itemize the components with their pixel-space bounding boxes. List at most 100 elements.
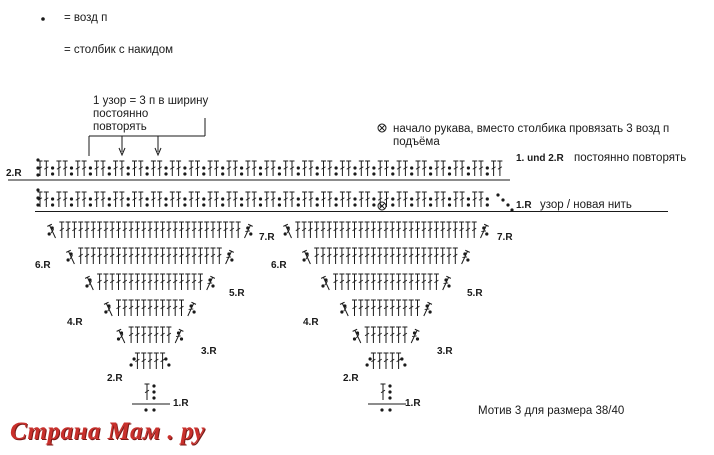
dc-symbol: [396, 299, 402, 316]
dc-symbol: [384, 160, 389, 176]
chain-dot: [129, 363, 133, 367]
dc-symbol: [402, 326, 408, 343]
dc-symbol: [84, 275, 94, 291]
dc-symbol: [141, 299, 147, 316]
dc-symbol: [289, 191, 295, 207]
pattern-repeat-line3: повторять: [93, 121, 147, 133]
chain-dot: [510, 208, 514, 212]
chain-dot: [372, 166, 376, 170]
chain-dot: [202, 197, 206, 201]
dc-symbol: [389, 352, 395, 369]
chain-dot: [126, 172, 130, 176]
chain-dot: [152, 390, 156, 394]
chain-dot: [466, 172, 470, 176]
dc-symbol: [461, 249, 470, 265]
chain-dot: [410, 203, 414, 207]
dc-symbol: [497, 160, 503, 176]
chain-dot: [391, 166, 395, 170]
dc-symbol: [185, 273, 191, 290]
chain-dot: [107, 166, 111, 170]
dc-symbol: [333, 273, 339, 290]
wedge-right-row-3: 3.R: [437, 346, 453, 357]
dc-symbol: [197, 221, 203, 238]
chain-dot: [372, 203, 376, 207]
dc-symbol: [128, 221, 134, 238]
dc-symbol: [433, 247, 439, 264]
dc-symbol: [314, 221, 320, 238]
row-label-2-left: 2.R: [6, 168, 22, 179]
chain-dot: [277, 197, 281, 201]
dc-symbol: [465, 221, 471, 238]
dc-symbol: [116, 299, 121, 316]
dc-symbol: [147, 221, 153, 238]
dc-symbol: [402, 221, 408, 238]
pattern-repeat-line2: постоянно: [93, 108, 149, 120]
dc-symbol: [427, 221, 433, 238]
chain-dot: [485, 203, 489, 207]
chain-dot: [176, 331, 181, 335]
dc-symbol: [153, 326, 159, 343]
dc-symbol: [459, 221, 465, 238]
dc-symbol: [150, 191, 156, 207]
dc-symbol: [204, 221, 210, 238]
sleeve-start-marker: [377, 123, 387, 133]
dc-symbol: [244, 223, 253, 239]
dc-symbol: [421, 160, 427, 176]
dc-symbol: [421, 273, 427, 290]
dc-symbol: [160, 247, 166, 264]
wedge-left-row-5: 5.R: [229, 288, 245, 299]
dc-symbol: [339, 160, 345, 176]
dc-symbol: [434, 160, 440, 176]
dc-symbol: [339, 191, 345, 207]
chain-dot: [36, 188, 40, 192]
chain-dot: [69, 203, 74, 207]
dc-symbol: [213, 160, 219, 176]
dc-symbol: [345, 247, 351, 264]
chain-dot: [107, 172, 111, 176]
dc-symbol: [179, 273, 184, 290]
dc-symbol: [377, 247, 383, 264]
dc-symbol: [346, 160, 352, 176]
dc-symbol: [321, 160, 326, 176]
dc-symbol: [42, 44, 47, 64]
chain-dot: [410, 197, 414, 201]
dc-symbol: [103, 273, 109, 290]
wedge-right-row-2: 2.R: [343, 373, 359, 384]
dc-symbol: [179, 299, 184, 316]
chain-dot: [447, 197, 452, 201]
chain-dot: [296, 203, 300, 207]
chain-dot: [391, 197, 395, 201]
dc-symbol: [308, 191, 314, 207]
dc-symbol: [377, 299, 383, 316]
dc-symbol: [452, 221, 458, 238]
dc-symbol: [172, 247, 178, 264]
chain-dot: [202, 203, 206, 207]
chain-dot: [152, 384, 156, 388]
wedge-right-row-5: 5.R: [467, 288, 483, 299]
chain-dot: [85, 284, 89, 288]
dc-symbol: [365, 191, 371, 207]
chain-dot: [315, 172, 319, 176]
chain-dot: [447, 284, 451, 288]
dc-symbol: [59, 221, 65, 238]
stitch-symbols: [36, 123, 514, 412]
chain-dot: [283, 232, 287, 236]
chain-dot: [410, 166, 414, 170]
chain-dot: [69, 166, 74, 170]
chain-dot: [145, 172, 149, 176]
wedge-left-row-3: 3.R: [201, 346, 217, 357]
dc-symbol: [283, 160, 289, 176]
chain-dot: [412, 331, 417, 335]
dc-symbol: [478, 160, 484, 176]
legend-dc-text: = столбик с накидом: [64, 44, 174, 56]
dc-symbol: [166, 299, 172, 316]
chain-dot: [144, 408, 148, 412]
dc-symbol: [160, 273, 166, 290]
dc-symbol: [160, 221, 166, 238]
dc-symbol: [415, 160, 421, 176]
dc-symbol: [396, 273, 402, 290]
dc-symbol: [134, 326, 140, 343]
wedge-left-row-4: 4.R: [67, 317, 83, 328]
chain-dot: [496, 193, 500, 197]
dc-symbol: [128, 299, 134, 316]
